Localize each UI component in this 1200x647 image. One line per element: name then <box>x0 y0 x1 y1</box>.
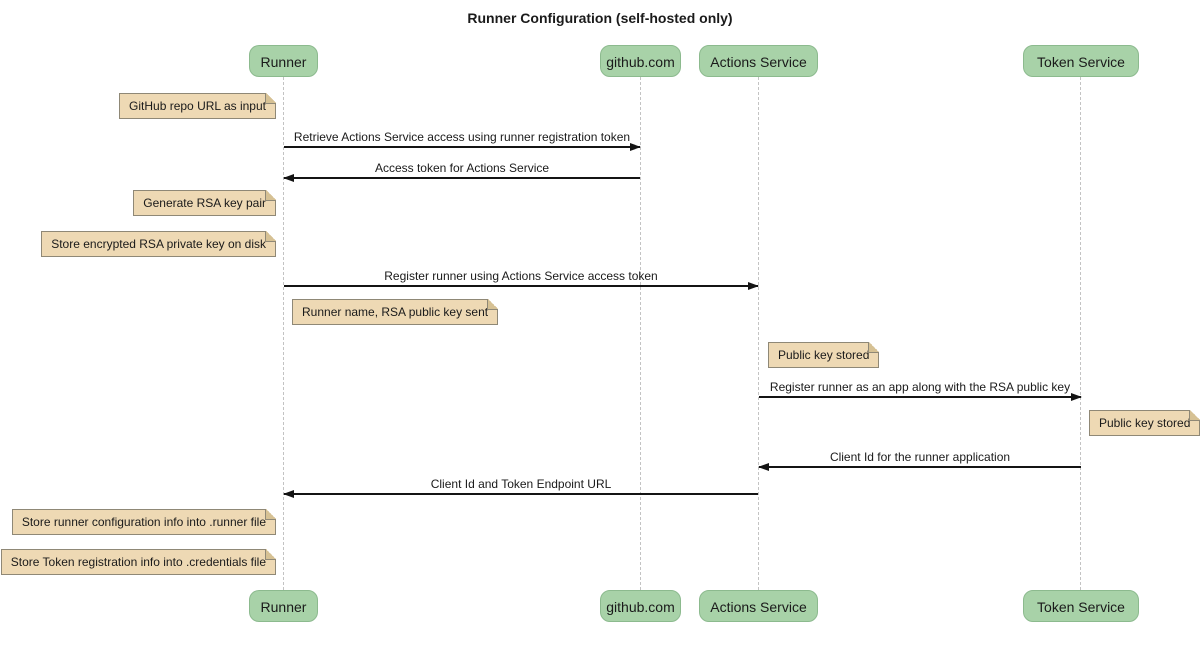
note-store-runner-file: Store runner configuration info into .ru… <box>11 509 277 535</box>
message-label: Client Id and Token Endpoint URL <box>430 477 612 491</box>
lifeline-actions-service <box>758 77 759 590</box>
participant-token-service-top: Token Service <box>1023 45 1139 77</box>
message-label: Access token for Actions Service <box>374 161 550 175</box>
arrow-left-icon <box>759 466 1081 468</box>
arrow-right-icon <box>759 396 1081 398</box>
diagram-title: Runner Configuration (self-hosted only) <box>467 10 733 26</box>
note-public-key-stored-actions: Public key stored <box>768 342 880 368</box>
arrow-left-icon <box>284 177 640 179</box>
note-repo-url: GitHub repo URL as input <box>119 93 276 119</box>
participant-actions-service-top: Actions Service <box>699 45 818 77</box>
message-client-id-endpoint: Client Id and Token Endpoint URL <box>284 477 758 495</box>
message-register-app: Register runner as an app along with the… <box>759 380 1081 398</box>
message-label: Register runner as an app along with the… <box>769 380 1071 394</box>
message-label: Retrieve Actions Service access using ru… <box>293 130 631 144</box>
arrow-right-icon <box>284 285 758 287</box>
message-retrieve-access: Retrieve Actions Service access using ru… <box>284 130 640 148</box>
message-client-id: Client Id for the runner application <box>759 450 1081 468</box>
note-generate-rsa: Generate RSA key pair <box>133 190 276 216</box>
participant-runner-top: Runner <box>249 45 318 77</box>
participant-runner-bottom: Runner <box>249 590 318 622</box>
note-public-key-stored-token: Public key stored <box>1089 410 1200 436</box>
participant-github-top: github.com <box>600 45 681 77</box>
participant-github-bottom: github.com <box>600 590 681 622</box>
note-store-private-key: Store encrypted RSA private key on disk <box>41 231 276 257</box>
message-label: Register runner using Actions Service ac… <box>384 269 658 283</box>
message-label: Client Id for the runner application <box>829 450 1011 464</box>
lifeline-runner <box>283 77 284 590</box>
message-access-token: Access token for Actions Service <box>284 161 640 179</box>
lifeline-token-service <box>1080 77 1081 590</box>
note-store-credentials-file: Store Token registration info into .cred… <box>0 549 277 575</box>
participant-token-service-bottom: Token Service <box>1023 590 1139 622</box>
lifeline-github <box>640 77 641 590</box>
arrow-right-icon <box>284 146 640 148</box>
arrow-left-icon <box>284 493 758 495</box>
message-register-runner: Register runner using Actions Service ac… <box>284 269 758 287</box>
participant-actions-service-bottom: Actions Service <box>699 590 818 622</box>
note-runner-name-sent: Runner name, RSA public key sent <box>292 299 499 325</box>
